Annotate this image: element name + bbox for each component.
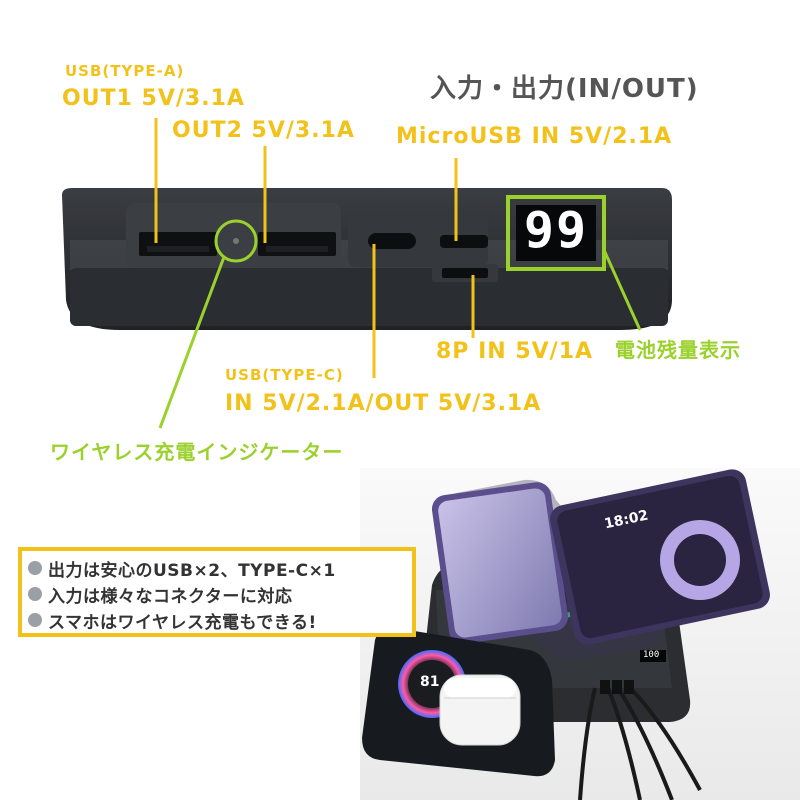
- feature-text: スマホはワイヤレス充電もできる!: [48, 612, 317, 633]
- led-digits: 99: [523, 201, 589, 259]
- feature-item: 入力は様々なコネクターに対応: [28, 581, 406, 607]
- battery-led-display: [506, 195, 606, 271]
- wireless-indicator-label: ワイヤレス充電インジケーター: [50, 440, 344, 464]
- earbuds-case-photo: [439, 674, 521, 746]
- out1-label: OUT1 5V/3.1A: [62, 86, 245, 111]
- inout-title: 入力・出力(IN/OUT): [430, 74, 699, 104]
- phone-right-photo: [550, 469, 770, 645]
- feature-text: 入力は様々なコネクターに対応: [48, 586, 293, 607]
- product-photo: [360, 468, 800, 800]
- 8pin-label: 8P IN 5V/1A: [436, 339, 594, 364]
- photo-powerbank-display: 100: [643, 650, 660, 660]
- out2-label: OUT2 5V/3.1A: [172, 118, 355, 143]
- callout-lines-green: [158, 219, 642, 429]
- battery-display-label: 電池残量表示: [615, 338, 741, 362]
- feature-list-box: 出力は安心のUSB×2、TYPE-C×1 入力は様々なコネクターに対応 スマホは…: [18, 547, 416, 637]
- feature-item: スマホはワイヤレス充電もできる!: [28, 607, 406, 633]
- callout-lines-yellow: [154, 118, 475, 378]
- usb-c-spec-label: IN 5V/2.1A/OUT 5V/3.1A: [225, 391, 542, 416]
- usb-a-header-label: USB(TYPE-A): [65, 62, 185, 80]
- bullet-icon: [28, 561, 42, 575]
- feature-item: 出力は安心のUSB×2、TYPE-C×1: [28, 555, 406, 581]
- bullet-icon: [28, 613, 42, 627]
- feature-text: 出力は安心のUSB×2、TYPE-C×1: [48, 560, 336, 581]
- usb-c-header-label: USB(TYPE-C): [225, 366, 344, 384]
- input-ports: [348, 210, 498, 282]
- photo-earbuds-level: 81: [420, 674, 440, 690]
- microusb-label: MicroUSB IN 5V/2.1A: [396, 124, 673, 149]
- bullet-icon: [28, 587, 42, 601]
- usb-a-ports: [126, 203, 341, 267]
